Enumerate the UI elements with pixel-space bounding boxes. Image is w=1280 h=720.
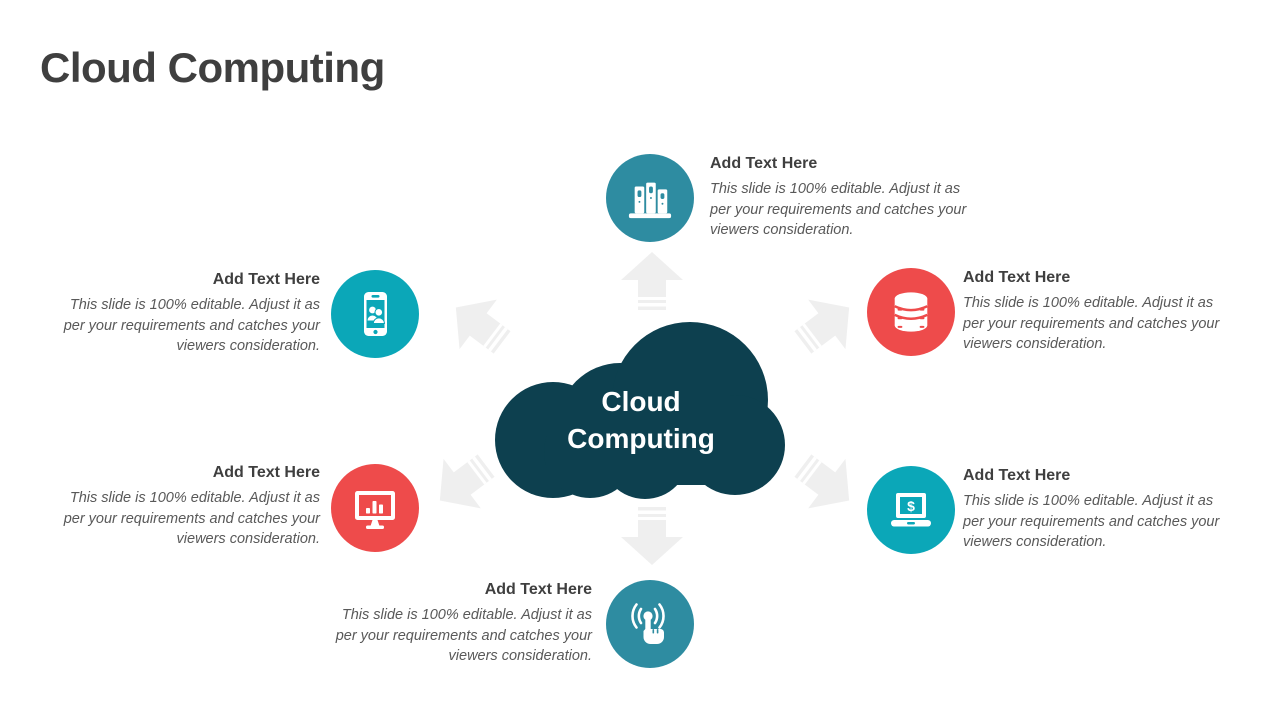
placeholder-body[interactable]: This slide is 100% editable. Adjust it a…	[963, 493, 1220, 551]
placeholder-heading[interactable]: Add Text Here	[484, 581, 592, 598]
page-title[interactable]: Cloud Computing	[40, 44, 385, 91]
arrow-down-right-icon	[784, 441, 868, 525]
text-block-bottom-left[interactable]: Add Text Here This slide is 100% editabl…	[48, 464, 320, 550]
text-block-bottom-right[interactable]: Add Text Here This slide is 100% editabl…	[963, 467, 1235, 553]
circle-archive-binders[interactable]	[606, 154, 694, 242]
arrow-down-icon	[621, 507, 683, 565]
touch-gesture-icon	[626, 600, 674, 648]
cloud-label: Cloud Computing	[495, 320, 787, 500]
circle-monitor-chart[interactable]	[331, 464, 419, 552]
smartphone-users-icon	[351, 290, 399, 338]
placeholder-heading[interactable]: Add Text Here	[963, 269, 1071, 286]
database-icon	[888, 289, 934, 335]
cloud-label-line1: Cloud	[601, 386, 681, 417]
placeholder-heading[interactable]: Add Text Here	[212, 271, 320, 288]
placeholder-body[interactable]: This slide is 100% editable. Adjust it a…	[63, 297, 320, 355]
text-block-top[interactable]: Add Text Here This slide is 100% editabl…	[710, 155, 982, 241]
placeholder-heading[interactable]: Add Text Here	[963, 467, 1071, 484]
placeholder-body[interactable]: This slide is 100% editable. Adjust it a…	[710, 181, 967, 239]
placeholder-heading[interactable]: Add Text Here	[710, 155, 818, 172]
circle-smartphone-users[interactable]	[331, 270, 419, 358]
circle-database[interactable]	[867, 268, 955, 356]
arrow-down-left-icon	[421, 441, 505, 525]
arrow-up-icon	[621, 252, 683, 310]
circle-laptop-dollar[interactable]: $	[867, 466, 955, 554]
laptop-dollar-icon: $	[887, 486, 935, 534]
placeholder-body[interactable]: This slide is 100% editable. Adjust it a…	[963, 295, 1220, 353]
cloud-label-line2: Computing	[567, 423, 715, 454]
arrow-up-right-icon	[784, 283, 868, 367]
placeholder-body[interactable]: This slide is 100% editable. Adjust it a…	[335, 607, 592, 665]
arrow-up-left-icon	[437, 283, 521, 367]
cloud-shape[interactable]: Cloud Computing	[495, 320, 787, 500]
monitor-chart-icon	[351, 484, 399, 532]
text-block-bottom[interactable]: Add Text Here This slide is 100% editabl…	[320, 581, 592, 667]
archive-binders-icon	[627, 175, 673, 221]
circle-touch-gesture[interactable]	[606, 580, 694, 668]
svg-text:$: $	[907, 498, 915, 514]
placeholder-heading[interactable]: Add Text Here	[212, 464, 320, 481]
placeholder-body[interactable]: This slide is 100% editable. Adjust it a…	[63, 490, 320, 548]
text-block-top-left[interactable]: Add Text Here This slide is 100% editabl…	[48, 271, 320, 357]
text-block-top-right[interactable]: Add Text Here This slide is 100% editabl…	[963, 269, 1235, 355]
